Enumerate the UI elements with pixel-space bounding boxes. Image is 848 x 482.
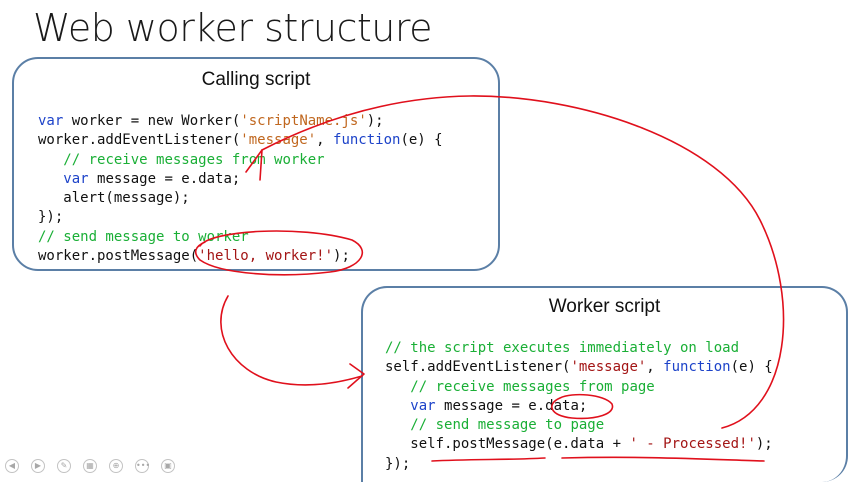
worker-script-panel: Worker script // the script executes imm… (361, 286, 848, 482)
pen-icon[interactable]: ✎ (57, 459, 71, 473)
code-line: self.postMessage(e.data + ' - Processed!… (385, 436, 773, 453)
calling-script-panel: Calling script var worker = new Worker('… (12, 57, 500, 271)
see-all-slides-icon[interactable]: ▦ (83, 459, 97, 473)
code-line: }); (38, 209, 64, 226)
code-line: // the script executes immediately on lo… (385, 340, 740, 356)
next-slide-icon[interactable]: ▶ (31, 459, 45, 473)
previous-slide-icon[interactable]: ◀ (5, 459, 19, 473)
code-line: worker.postMessage('hello, worker!'); (38, 248, 350, 265)
code-line: alert(message); (38, 190, 190, 207)
code-line: // receive messages from page (410, 378, 655, 395)
annotation-arrow-to-worker (220, 295, 363, 386)
code-line: var worker = new Worker('scriptName.js')… (38, 113, 384, 129)
code-line: // send message to page (410, 417, 605, 434)
code-line: var message = e.data; (410, 397, 588, 414)
worker-script-code: // the script executes immediately on lo… (385, 339, 773, 474)
zoom-icon[interactable]: ⊕ (109, 459, 123, 473)
worker-script-heading: Worker script (548, 296, 661, 317)
code-line: self.addEventListener('message', functio… (385, 359, 773, 376)
more-options-icon[interactable]: ••• (135, 459, 150, 473)
code-line: worker.addEventListener('message', funct… (38, 132, 443, 149)
code-line: // receive messages from worker (63, 151, 325, 168)
calling-script-code: var worker = new Worker('scriptName.js')… (38, 112, 443, 266)
code-line: // send message to worker (38, 228, 249, 245)
slide-title: Web worker structure (33, 6, 433, 50)
code-line: var message = e.data; (63, 170, 241, 187)
code-line: }); (385, 455, 411, 472)
calling-script-heading: Calling script (201, 69, 311, 90)
display-settings-icon[interactable]: ▣ (161, 459, 175, 473)
